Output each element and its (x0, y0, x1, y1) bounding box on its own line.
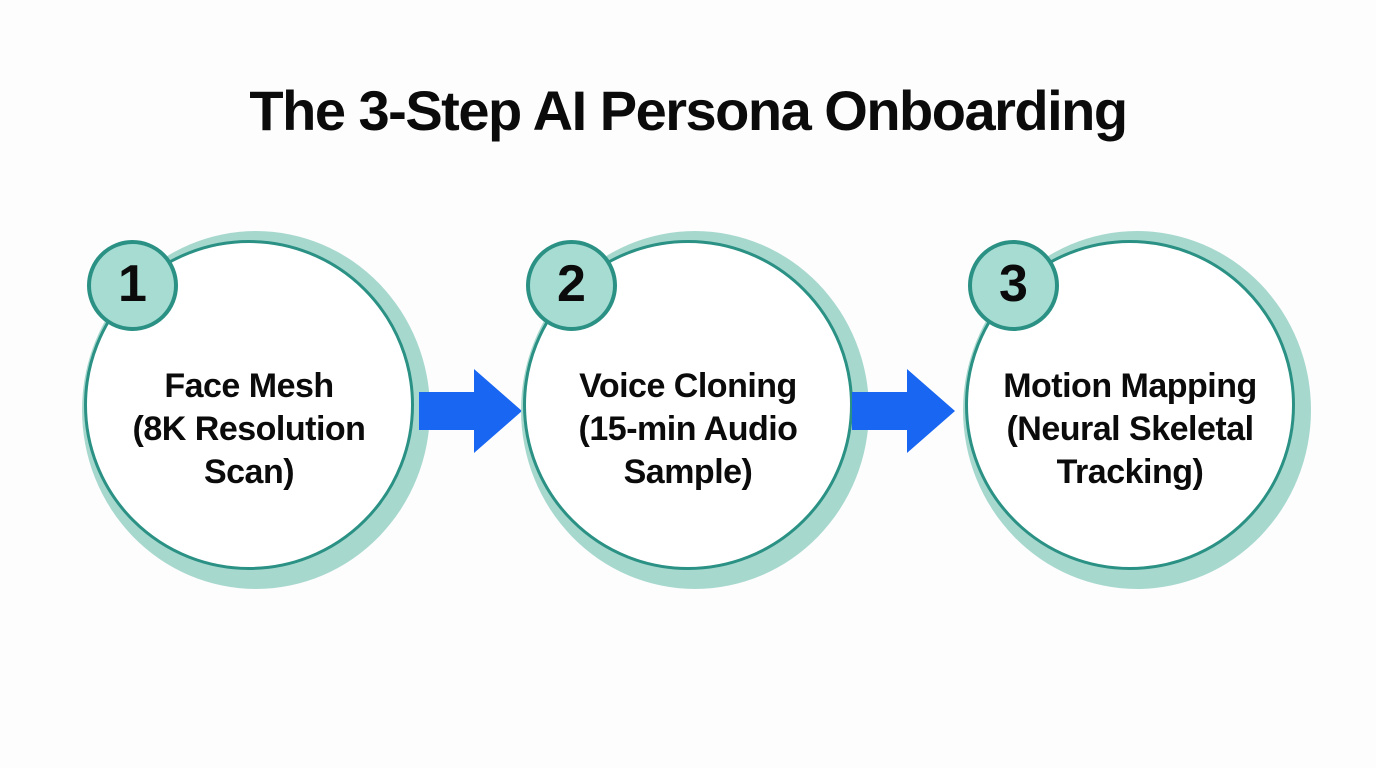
arrow-right-icon (419, 366, 523, 456)
step-1: Face Mesh (8K Resolution Scan) 1 (82, 231, 442, 603)
step-3-number-badge: 3 (968, 240, 1059, 331)
step-3-circle: Motion Mapping (Neural Skeletal Tracking… (965, 240, 1295, 570)
step-3-name: Motion Mapping (1003, 366, 1257, 405)
step-2-name: Voice Cloning (579, 366, 797, 405)
step-3-detail: (Neural Skeletal Tracking) (1006, 409, 1254, 491)
step-3-number: 3 (999, 254, 1028, 313)
step-1-label: Face Mesh (8K Resolution Scan) (99, 365, 399, 494)
step-1-name: Face Mesh (164, 366, 334, 405)
step-1-number: 1 (118, 254, 147, 313)
step-3: Motion Mapping (Neural Skeletal Tracking… (963, 231, 1323, 603)
diagram-title: The 3-Step AI Persona Onboarding (249, 79, 1128, 142)
arrow-right-icon (852, 366, 956, 456)
step-1-detail: (8K Resolution Scan) (132, 409, 366, 491)
step-2-number: 2 (557, 254, 586, 313)
step-2-label: Voice Cloning (15-min Audio Sample) (538, 365, 838, 494)
step-2: Voice Cloning (15-min Audio Sample) 2 (521, 231, 881, 603)
step-2-number-badge: 2 (526, 240, 617, 331)
step-2-detail: (15-min Audio Sample) (578, 409, 798, 491)
step-1-number-badge: 1 (87, 240, 178, 331)
step-3-label: Motion Mapping (Neural Skeletal Tracking… (980, 365, 1280, 494)
